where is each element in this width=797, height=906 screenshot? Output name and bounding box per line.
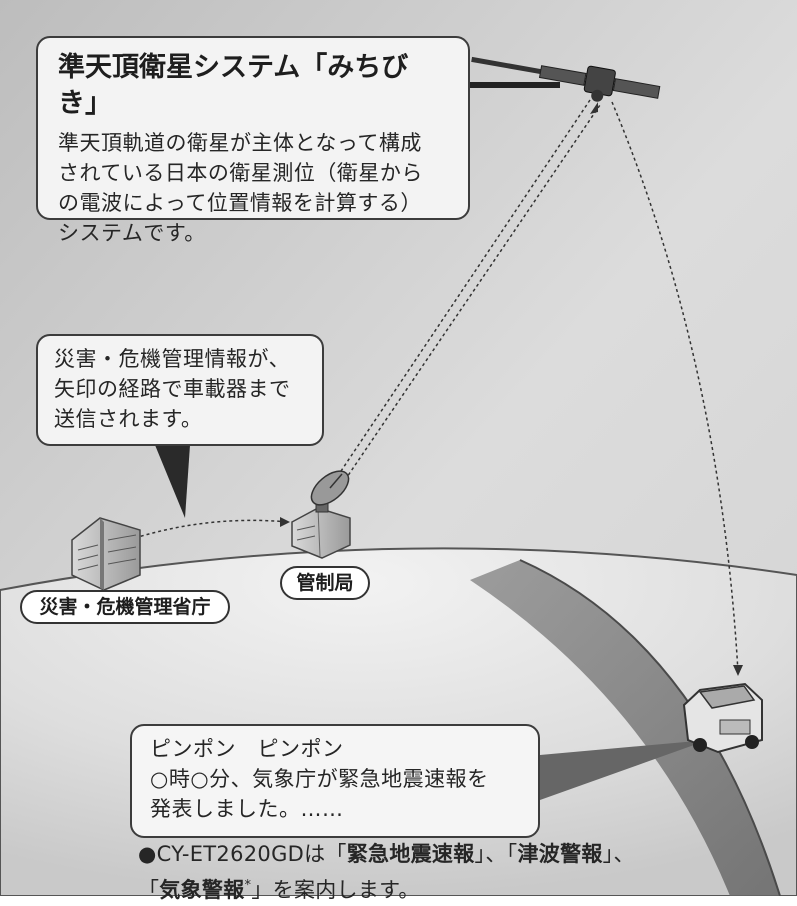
emergency-quake-alert: 緊急地震速報 — [346, 842, 475, 866]
arrow-head — [280, 517, 290, 527]
footnote-line-2: 「気象警報*」を案内します。 — [138, 870, 658, 906]
car-icon — [682, 682, 763, 754]
signal-path-satellite-to-control — [334, 99, 591, 481]
route-box-pointer — [155, 445, 190, 518]
weather-warning: 気象警報 — [159, 878, 245, 902]
footnote-tail: を案内します。 — [272, 878, 420, 902]
tsunami-warning: 津波警報 — [517, 842, 603, 866]
announcement-box: ピンポン ピンポン ○時○分、気象庁が緊急地震速報を 発表しました。…… — [130, 724, 540, 838]
model-name: CY-ET2620GDは — [156, 842, 326, 866]
control-station-label: 管制局 — [280, 566, 370, 600]
road-edge — [519, 559, 781, 896]
agency-label: 災害・危機管理省庁 — [20, 590, 230, 624]
arrow-head — [590, 102, 598, 114]
satellite-box-description: 準天頂軌道の衛星が主体となって構成 されている日本の衛星測位（衛星から の電波に… — [58, 131, 423, 245]
signal-path-satellite-to-car — [611, 101, 739, 673]
satellite — [471, 56, 661, 102]
control-station-icon — [291, 470, 351, 559]
satellite-box-title: 準天頂衛星システム「みちびき」 — [58, 52, 409, 119]
quote-open: 「 — [138, 878, 160, 902]
announcement-text: ピンポン ピンポン ○時○分、気象庁が緊急地震速報を 発表しました。…… — [150, 737, 489, 821]
agency-building-icon — [71, 517, 141, 591]
satellite-info-box: 準天頂衛星システム「みちびき」 準天頂軌道の衛星が主体となって構成 されている日… — [36, 36, 470, 245]
route-box-text: 災害・危機管理情報が、 矢印の経路で車載器まで 送信されます。 — [54, 347, 291, 431]
footnote-line-1: ●CY-ET2620GDは「緊急地震速報」、「津波警報」、 — [138, 839, 658, 870]
quote-open: 「 — [506, 842, 518, 866]
asterisk-mark: * — [244, 878, 252, 893]
road — [470, 560, 780, 896]
arrow-head — [733, 665, 743, 676]
quote-close: 」、 — [474, 842, 507, 866]
quote-open: 「 — [325, 842, 347, 866]
route-info-box: 災害・危機管理情報が、 矢印の経路で車載器まで 送信されます。 — [36, 334, 324, 446]
quote-close: 」 — [251, 878, 273, 902]
bullet: ● — [138, 842, 157, 866]
announcement-pointer — [540, 740, 708, 800]
quote-close: 」、 — [602, 842, 635, 866]
